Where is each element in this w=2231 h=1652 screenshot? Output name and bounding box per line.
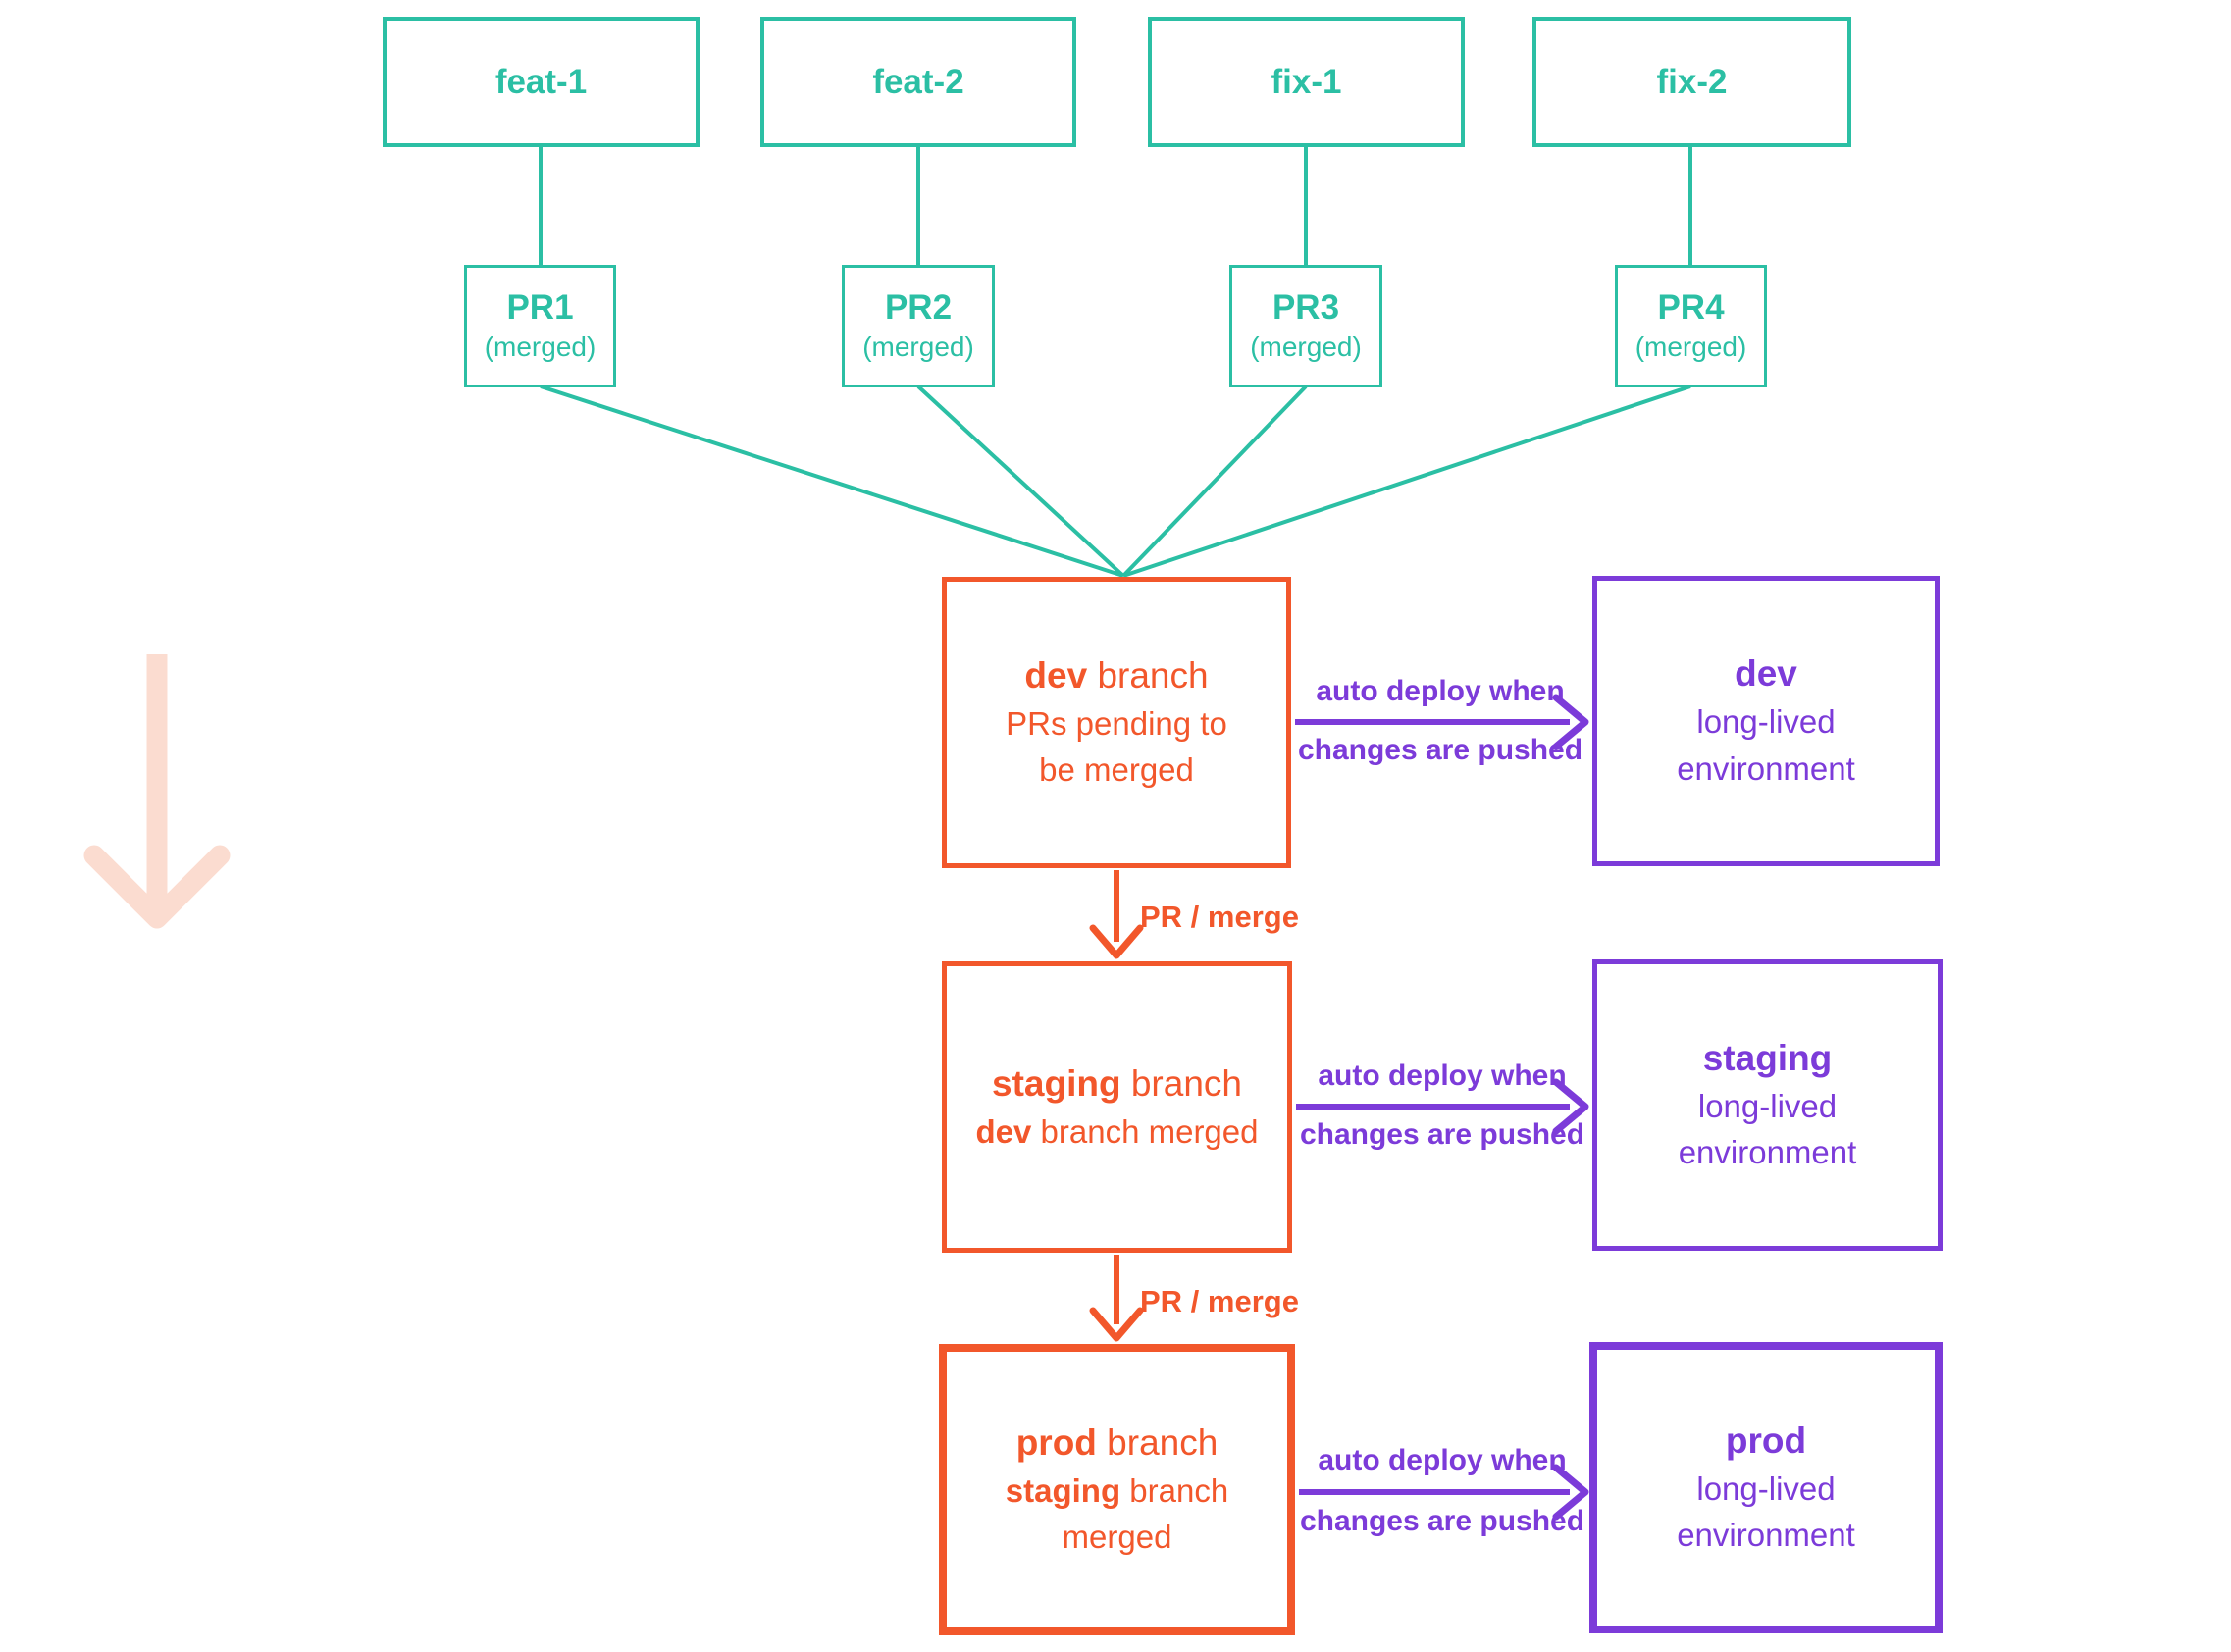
branch-label: fix-2 <box>1656 62 1728 101</box>
prod-deploy-label-line2: changes are pushed <box>1299 1505 1585 1537</box>
staging-environment-title: staging <box>1702 1037 1833 1078</box>
branch-label: feat-1 <box>494 62 588 101</box>
dev-deploy-label-line1: auto deploy when <box>1316 675 1565 707</box>
dev-environment-title: dev <box>1735 653 1797 695</box>
branch-label: feat-2 <box>872 62 964 101</box>
pr4-to-dev-line <box>1122 385 1691 578</box>
pr-label: PR3 <box>1271 288 1340 328</box>
dev-deploy-label-line2: changes are pushed <box>1297 734 1583 766</box>
dev-branch-desc: PRs pending to be merged <box>1006 704 1227 789</box>
prod-environment-desc: long-lived environment <box>1677 1470 1855 1554</box>
branch-box-fix-2: fix-2 <box>1532 17 1851 147</box>
prod-environment-title: prod <box>1725 1420 1807 1461</box>
pr-status: (merged) <box>1634 332 1747 363</box>
pr-box-4: PR4 (merged) <box>1615 265 1767 387</box>
staging-branch-box: staging branch dev branch merged <box>942 961 1292 1253</box>
process-direction-arrow-head <box>83 845 231 929</box>
staging-deploy-label-line2: changes are pushed <box>1299 1118 1585 1151</box>
dev-to-staging-merge-label: PR / merge <box>1140 900 1299 934</box>
branch-label: fix-1 <box>1271 62 1342 101</box>
pr-status: (merged) <box>1250 332 1362 363</box>
pr-box-3: PR3 (merged) <box>1229 265 1382 387</box>
pr-box-1: PR1 (merged) <box>464 265 616 387</box>
staging-deploy-arrowhead <box>1552 1078 1589 1135</box>
branch-box-feat-2: feat-2 <box>760 17 1076 147</box>
dev-branch-title: dev branch <box>1024 654 1209 696</box>
prod-branch-desc: staging branch merged <box>1005 1471 1229 1556</box>
staging-environment-box: staging long-lived environment <box>1592 959 1943 1251</box>
staging-to-prod-arrowhead <box>1089 1307 1144 1342</box>
pr-status: (merged) <box>862 332 974 363</box>
pr-box-2: PR2 (merged) <box>842 265 995 387</box>
dev-deploy-arrowhead <box>1552 694 1589 750</box>
staging-deploy-label-line1: auto deploy when <box>1318 1059 1567 1092</box>
prod-environment-box: prod long-lived environment <box>1589 1342 1943 1633</box>
branch-box-feat-1: feat-1 <box>383 17 700 147</box>
prod-deploy-label-line1: auto deploy when <box>1318 1444 1567 1476</box>
staging-to-prod-merge-label: PR / merge <box>1140 1284 1299 1318</box>
pr3-to-dev-line <box>1121 385 1308 578</box>
pr-status: (merged) <box>484 332 597 363</box>
staging-branch-title: staging branch <box>992 1062 1242 1104</box>
pr-label: PR4 <box>1657 288 1725 328</box>
dev-environment-box: dev long-lived environment <box>1592 576 1940 866</box>
pr2-to-dev-line <box>916 385 1125 578</box>
staging-environment-desc: long-lived environment <box>1678 1087 1857 1171</box>
dev-environment-desc: long-lived environment <box>1677 703 1855 787</box>
pr-label: PR1 <box>506 288 574 328</box>
pr1-to-dev-line <box>540 385 1124 578</box>
dev-branch-box: dev branch PRs pending to be merged <box>942 577 1291 868</box>
branch-box-fix-1: fix-1 <box>1148 17 1465 147</box>
dev-to-staging-arrowhead <box>1089 924 1144 959</box>
prod-branch-title: prod branch <box>1015 1421 1219 1463</box>
prod-deploy-arrowhead <box>1552 1464 1589 1521</box>
staging-branch-desc: dev branch merged <box>975 1112 1259 1150</box>
pr-label: PR2 <box>884 288 953 328</box>
prod-branch-box: prod branch staging branch merged <box>939 1344 1295 1635</box>
